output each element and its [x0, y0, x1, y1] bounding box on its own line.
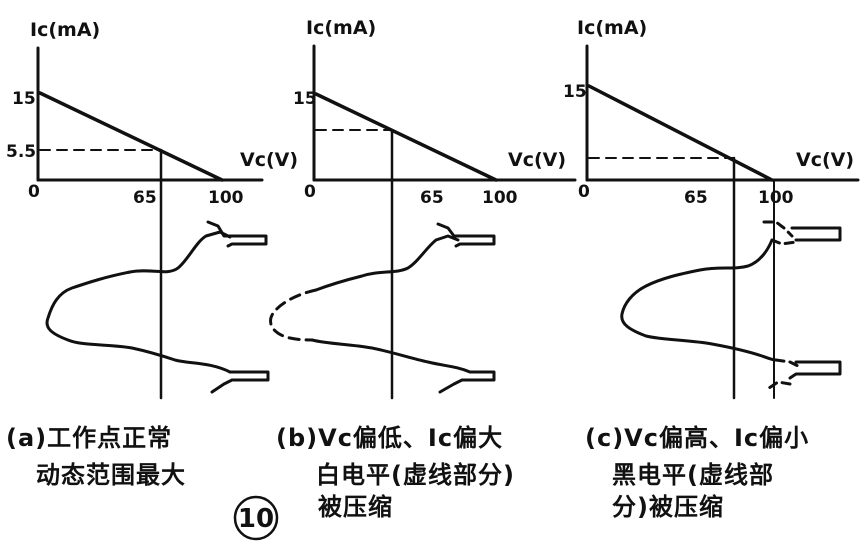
panel-b-load-line [314, 92, 498, 182]
panel-b-video-waveform [314, 234, 460, 292]
panel-a-x-tick-65: 65 [133, 188, 157, 208]
panel-c-y-tick-0: 0 [578, 182, 590, 202]
figure-number-badge: 10 [233, 495, 279, 541]
panel-a-y-tick-15: 15 [12, 89, 36, 109]
panel-b-x-axis-label: Vc(V) [508, 149, 566, 171]
caption-c-line-3: 分)被压缩 [612, 493, 724, 521]
panel-b-bottom-sync-pulse [438, 370, 496, 394]
panel-c-video-waveform [620, 238, 778, 362]
panel-c-y-tick-15: 15 [563, 82, 587, 102]
panel-c-compressed-black-level-bottom [764, 358, 800, 392]
panel-a-bottom-sync-pulse [210, 370, 270, 394]
panel-a-x-axis-label: Vc(V) [240, 149, 298, 171]
panel-b: Ic(mA) Vc(V) 15 0 65 100 [269, 17, 577, 400]
caption-c-line-2: 黑电平(虚线部 [612, 461, 774, 489]
caption-a-line-2: 动态范围最大 [36, 461, 186, 489]
panel-a-y-axis-label: Ic(mA) [30, 19, 100, 41]
panel-b-y-tick-0: 0 [304, 182, 316, 202]
panel-c-bottom-sync-pulse [788, 360, 842, 380]
panel-b-top-sync-pulse [436, 222, 496, 248]
panel-b-x-tick-100: 100 [482, 188, 518, 208]
panel-c: Ic(mA) Vc(V) 15 0 65 100 [563, 17, 860, 400]
panel-c-y-axis-label: Ic(mA) [577, 17, 647, 39]
panel-a-top-sync-pulse [206, 220, 268, 248]
panel-b-video-waveform-lower [310, 338, 472, 374]
panel-b-y-axis-label: Ic(mA) [306, 17, 376, 39]
panel-c-compressed-black-level-top [762, 220, 794, 238]
caption-b-line-1: (b)Vc偏低、Ic偏大 [276, 424, 503, 452]
panel-c-x-axis-label: Vc(V) [796, 149, 854, 171]
figure-number-circle [233, 495, 279, 541]
panel-a-y-tick-5-5: 5.5 [6, 142, 36, 162]
panel-c-x-tick-100: 100 [758, 188, 794, 208]
figure-number: 10 [238, 504, 274, 534]
caption-a-line-1: (a)工作点正常 [6, 424, 172, 452]
caption-c-line-1: (c)Vc偏高、Ic偏小 [585, 424, 809, 452]
panel-a-video-waveform [45, 230, 232, 374]
panel-a-x-tick-100: 100 [208, 188, 244, 208]
caption-b-line-2: 白电平(虚线部分) [316, 461, 515, 489]
panel-c-x-tick-65: 65 [684, 188, 708, 208]
panel-b-compressed-white-level [269, 288, 318, 342]
panel-a-load-line [38, 91, 224, 182]
panel-a-y-tick-0: 0 [28, 182, 40, 202]
panel-c-load-line [587, 84, 774, 182]
panel-b-y-tick-15: 15 [293, 89, 317, 109]
panel-c-compressed-black-level-mid [770, 238, 798, 246]
panel-a: Ic(mA) Vc(V) 15 5.5 0 65 100 [6, 19, 298, 400]
panel-c-top-sync-pulse [790, 226, 842, 242]
panel-b-x-tick-65: 65 [420, 188, 444, 208]
caption-b-line-3: 被压缩 [318, 493, 393, 521]
